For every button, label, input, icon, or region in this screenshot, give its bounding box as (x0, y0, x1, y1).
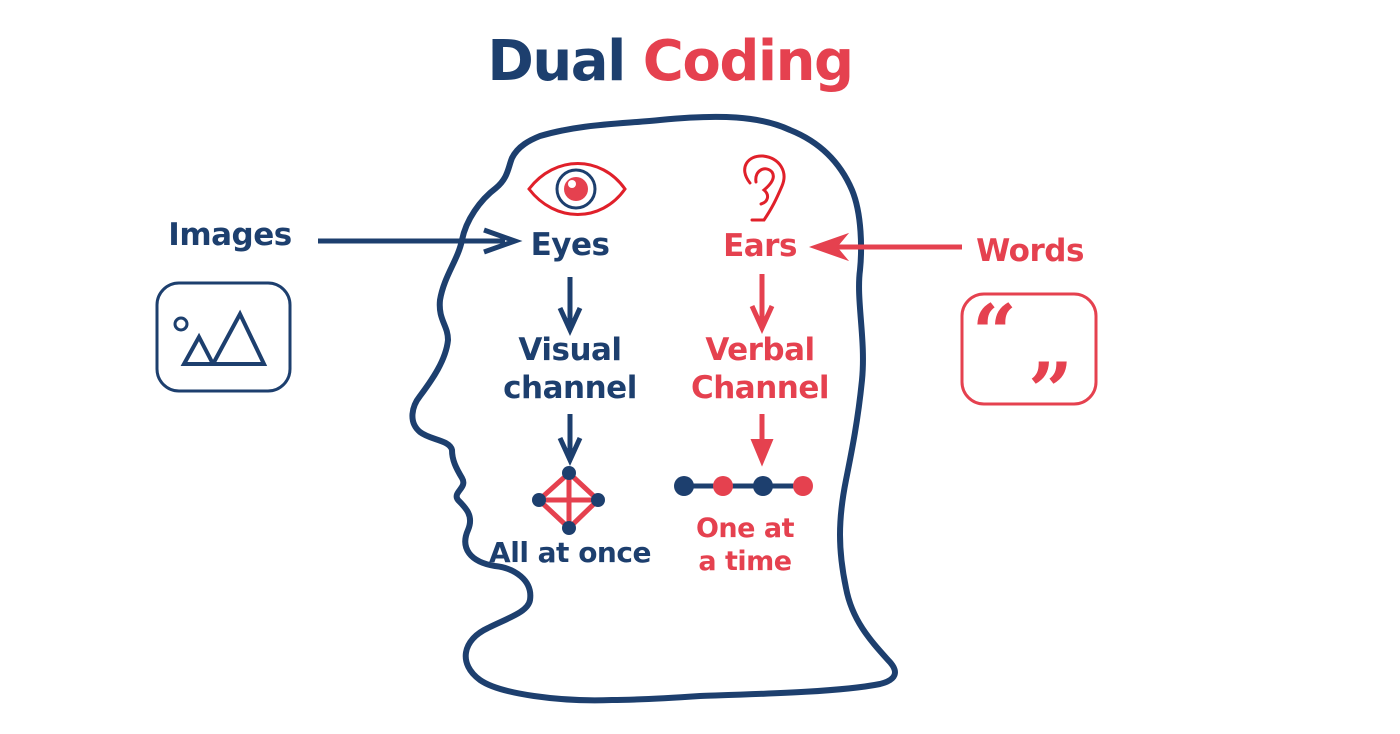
words-label: Words (976, 233, 1084, 269)
ears-label: Ears (723, 228, 797, 264)
verbal-channel-line2: Channel (690, 370, 830, 406)
title-coding: Coding (642, 29, 854, 94)
images-label: Images (168, 217, 292, 253)
network-diamond-icon (532, 466, 605, 535)
svg-text:”: ” (1028, 346, 1073, 437)
all-at-once-label: All at once (489, 536, 651, 569)
head-outline (409, 113, 898, 704)
visual-to-mode-arrow (557, 414, 583, 467)
eye-icon (527, 162, 627, 216)
svg-text:“: “ (972, 288, 1017, 379)
one-at-a-time-line1: One at (695, 513, 795, 544)
ears-to-verbal-arrow (749, 274, 775, 335)
visual-channel-line1: Visual (518, 332, 622, 368)
image-icon (155, 281, 292, 393)
page-title: Dual Coding (0, 29, 1340, 94)
ear-icon (743, 154, 786, 222)
verbal-channel-line1: Verbal (705, 332, 815, 368)
eyes-to-visual-arrow (557, 277, 583, 337)
quote-icon: “ ” (960, 288, 1098, 437)
title-dual: Dual (487, 29, 626, 94)
visual-channel-line2: channel (503, 370, 637, 406)
one-at-a-time-line2: a time (698, 546, 792, 577)
images-to-eyes-arrow (318, 227, 523, 255)
eyes-label: Eyes (530, 227, 610, 263)
sequence-line-icon (674, 476, 813, 496)
verbal-to-mode-arrow (750, 414, 774, 467)
words-to-ears-arrow (808, 232, 962, 262)
